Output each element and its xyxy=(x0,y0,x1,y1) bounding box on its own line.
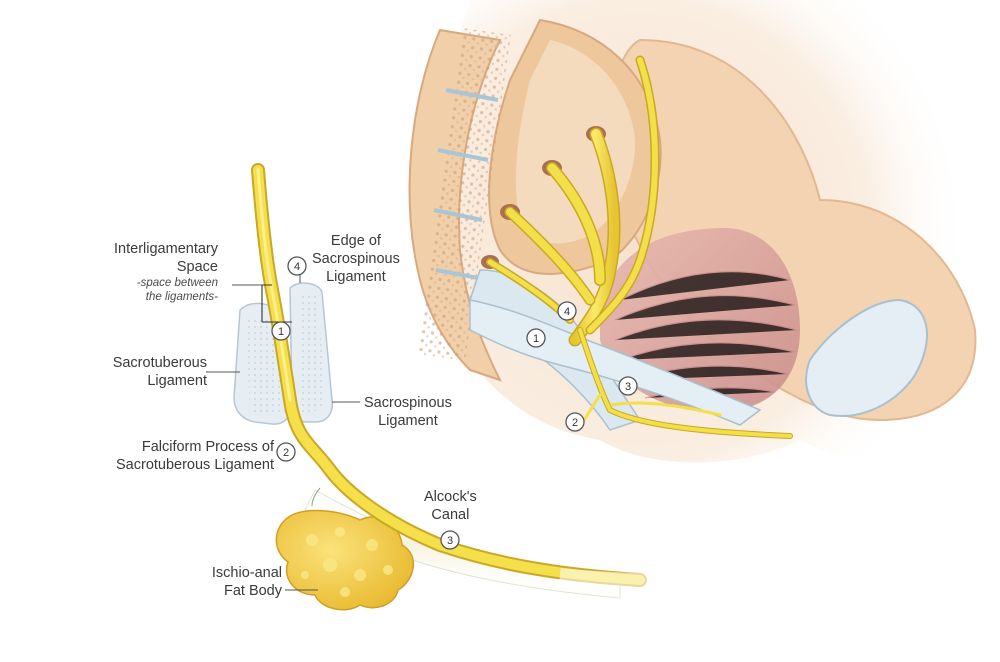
label-falciform-process: Falciform Process of Sacrotuberous Ligam… xyxy=(116,438,274,474)
label-ischioanal-line2: Fat Body xyxy=(223,583,282,599)
marker-1-schematic: 1 xyxy=(278,326,284,338)
label-alcocks-line1: Alcock's xyxy=(424,489,477,505)
label-sacrotuberous-line2: Ligament xyxy=(147,373,207,389)
label-interligamentary-note1: -space between xyxy=(136,277,218,289)
marker-3-schematic: 3 xyxy=(447,535,453,547)
label-alcocks-line2: Canal xyxy=(431,507,470,523)
label-interligamentary-note2: the ligaments- xyxy=(145,291,218,303)
label-edge-sacrospinous: Edge of Sacrospinous Ligament xyxy=(312,232,400,286)
marker-2-schematic: 2 xyxy=(283,447,289,459)
marker-4-schematic: 4 xyxy=(294,261,300,273)
label-falciform-line2: Sacrotuberous Ligament xyxy=(116,457,274,473)
label-interligamentary-space: Interligamentary Space -space between th… xyxy=(114,240,218,304)
label-alcocks-canal: Alcock's Canal xyxy=(424,488,477,524)
label-interligamentary-line2: Space xyxy=(176,259,218,275)
label-sacrospinous-line2: Ligament xyxy=(378,413,438,429)
label-sacrotuberous-ligament: Sacrotuberous Ligament xyxy=(113,354,207,390)
marker-2-anatomy: 2 xyxy=(572,417,578,429)
label-falciform-line1: Falciform Process of xyxy=(141,439,274,455)
label-sacrospinous-ligament: Sacrospinous Ligament xyxy=(364,394,452,430)
label-ischio-anal-fat-body: Ischio-anal Fat Body xyxy=(212,564,282,600)
nerve-schematic: 4 1 2 3 xyxy=(206,163,651,611)
label-ischioanal-line1: Ischio-anal xyxy=(211,565,282,581)
label-edge-line2: Sacrospinous xyxy=(312,251,400,267)
marker-group-anatomy: 4 1 3 2 xyxy=(526,301,638,432)
label-sacrospinous-line1: Sacrospinous xyxy=(364,395,452,411)
label-edge-line3: Ligament xyxy=(326,269,386,285)
marker-3-anatomy: 3 xyxy=(625,381,631,393)
pelvis-illustration: 4 1 3 2 xyxy=(408,0,1000,464)
marker-group-schematic: 4 1 2 3 xyxy=(271,256,460,550)
label-sacrotuberous-line1: Sacrotuberous xyxy=(112,355,207,371)
label-interligamentary-line1: Interligamentary xyxy=(114,241,218,257)
marker-4-anatomy: 4 xyxy=(564,306,570,318)
marker-1-anatomy: 1 xyxy=(533,333,539,345)
label-edge-line1: Edge of xyxy=(330,233,381,249)
